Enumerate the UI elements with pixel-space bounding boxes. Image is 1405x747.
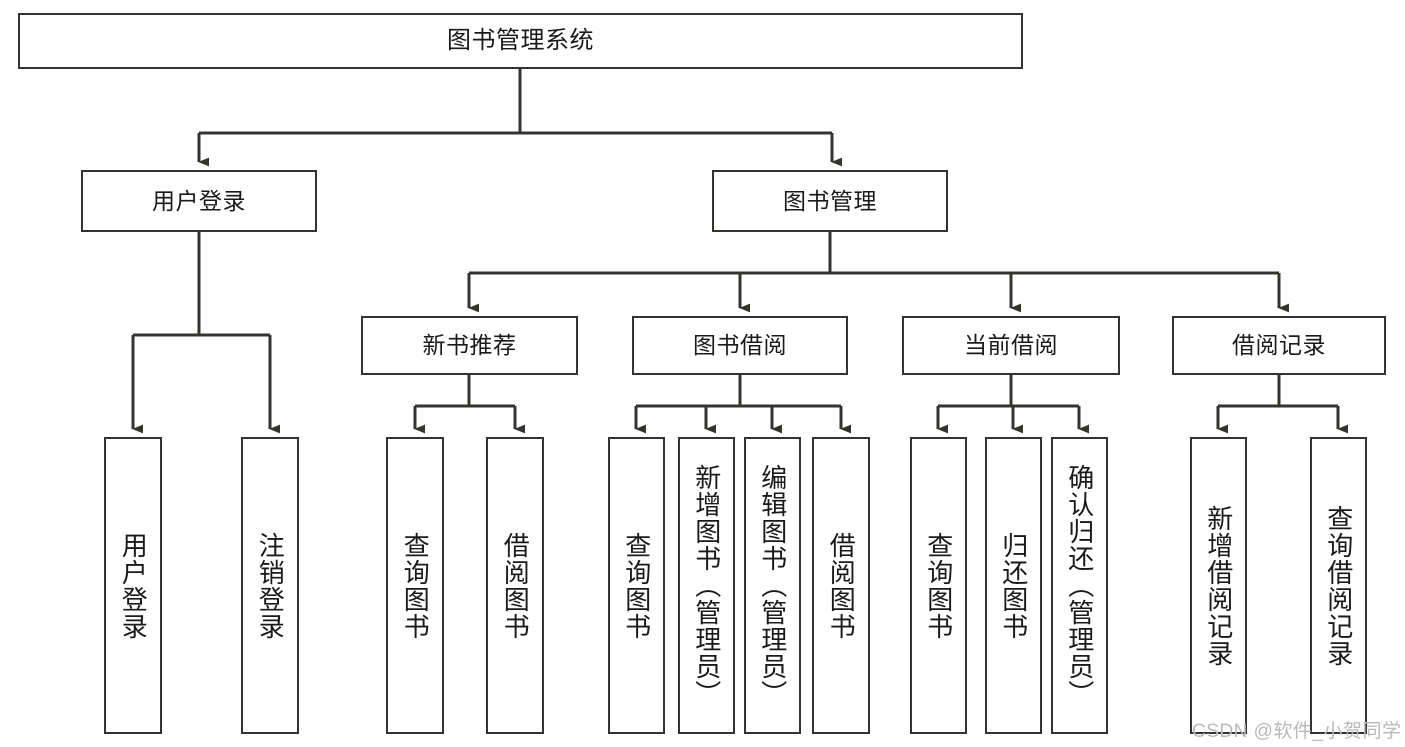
node-leaf-query-book-borrow[interactable]: 查询图书 (608, 437, 665, 734)
node-label: 新增图书（管理员） (691, 464, 722, 707)
node-label: 当前借阅 (964, 332, 1058, 359)
node-borrow-record[interactable]: 借阅记录 (1172, 316, 1386, 375)
node-leaf-add-book-admin[interactable]: 新增图书（管理员） (678, 437, 735, 734)
node-label: 图书管理 (783, 187, 877, 214)
node-leaf-borrow-book-recommend[interactable]: 借阅图书 (486, 437, 544, 734)
node-label: 借阅记录 (1232, 332, 1326, 359)
node-leaf-add-borrow-record[interactable]: 新增借阅记录 (1190, 437, 1247, 734)
csdn-watermark: CSDN @软件_小贺同学 (1192, 721, 1402, 742)
node-label: 用户登录 (152, 187, 246, 214)
node-leaf-return-book[interactable]: 归还图书 (985, 437, 1042, 734)
node-label: 图书借阅 (693, 332, 787, 359)
node-label: 新增借阅记录 (1203, 504, 1234, 667)
node-label: 编辑图书（管理员） (757, 464, 788, 707)
node-leaf-confirm-return-admin[interactable]: 确认归还（管理员） (1051, 437, 1108, 734)
node-leaf-query-book-recommend[interactable]: 查询图书 (386, 437, 444, 734)
node-user-login[interactable]: 用户登录 (81, 170, 317, 232)
node-leaf-borrow-book[interactable]: 借阅图书 (812, 437, 870, 734)
node-label: 确认归还（管理员） (1064, 464, 1095, 707)
node-leaf-query-borrow-record[interactable]: 查询借阅记录 (1310, 437, 1367, 734)
node-label: 图书管理系统 (447, 27, 594, 55)
node-label: 查询借阅记录 (1323, 504, 1354, 667)
node-current-borrow[interactable]: 当前借阅 (902, 316, 1120, 375)
node-label: 查询图书 (923, 531, 954, 640)
node-label: 查询图书 (400, 531, 431, 640)
node-book-manage[interactable]: 图书管理 (712, 170, 948, 232)
node-leaf-edit-book-admin[interactable]: 编辑图书（管理员） (744, 437, 801, 734)
node-new-book-recommend[interactable]: 新书推荐 (361, 316, 578, 375)
node-leaf-query-book-current[interactable]: 查询图书 (910, 437, 967, 734)
node-label: 查询图书 (621, 531, 652, 640)
node-book-borrow[interactable]: 图书借阅 (632, 316, 848, 375)
node-label: 用户登录 (118, 531, 149, 640)
node-root-system[interactable]: 图书管理系统 (18, 13, 1023, 69)
node-label: 注销登录 (255, 531, 286, 640)
node-label: 借阅图书 (826, 531, 857, 640)
node-label: 新书推荐 (422, 332, 517, 359)
node-label: 归还图书 (998, 531, 1029, 640)
node-label: 借阅图书 (500, 531, 531, 640)
node-leaf-user-login[interactable]: 用户登录 (104, 437, 162, 734)
node-leaf-user-logout[interactable]: 注销登录 (241, 437, 299, 734)
